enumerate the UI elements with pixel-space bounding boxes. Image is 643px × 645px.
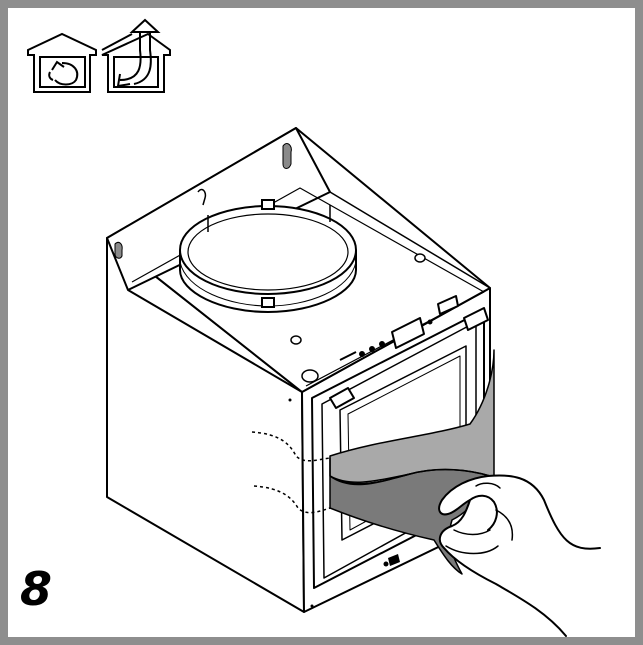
- mounting-slot: [114, 143, 292, 259]
- control-strip: [339, 319, 433, 361]
- duct-collar: [179, 188, 357, 314]
- screw-hole: [290, 253, 426, 383]
- step-number: 8: [20, 562, 53, 616]
- recirculation-mode-icon: [27, 32, 97, 93]
- hidden-edge-lines: [251, 431, 331, 514]
- film-light-section: [329, 349, 495, 483]
- hand: [438, 474, 601, 637]
- detail-marks: [288, 398, 400, 608]
- ducted-extraction-mode-icon: [101, 18, 171, 93]
